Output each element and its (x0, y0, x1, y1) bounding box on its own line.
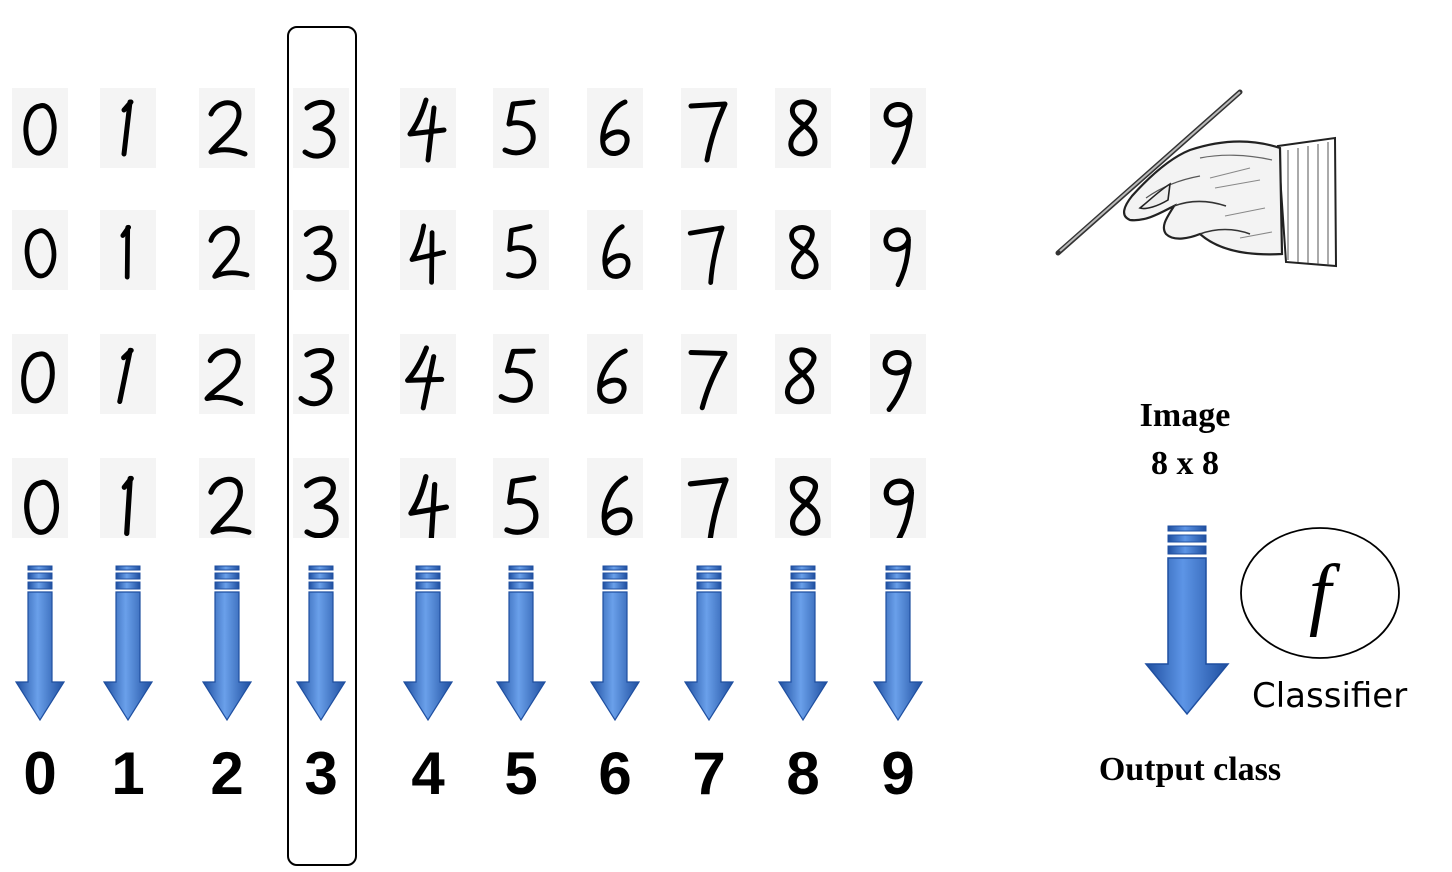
handwritten-digit-2 (199, 334, 255, 414)
classifier-down-arrow-icon (1144, 525, 1230, 716)
handwritten-digit-6 (587, 334, 643, 414)
down-arrow-icon (872, 565, 924, 722)
handwritten-digit-5 (493, 334, 549, 414)
down-arrow-icon (495, 565, 547, 722)
classifier-label: Classifier (1252, 676, 1408, 716)
handwritten-digit-6 (587, 210, 643, 290)
down-arrow-icon (777, 565, 829, 722)
handwritten-digit-2 (199, 210, 255, 290)
down-arrow-icon (402, 565, 454, 722)
handwritten-digit-0 (12, 210, 68, 290)
handwritten-digit-6 (587, 88, 643, 168)
handwritten-digit-8 (775, 458, 831, 538)
handwritten-digit-1 (100, 334, 156, 414)
handwritten-digit-1 (100, 458, 156, 538)
output-label-3: 3 (304, 740, 338, 807)
down-arrow-icon (102, 565, 154, 722)
handwritten-digit-9 (870, 210, 926, 290)
handwritten-digit-9 (870, 88, 926, 168)
classifier-function-ellipse: f (1240, 527, 1400, 659)
handwritten-digit-5 (493, 210, 549, 290)
output-label-9: 9 (881, 740, 915, 807)
handwritten-digit-4 (400, 210, 456, 290)
down-arrow-icon (295, 565, 347, 722)
image-size-label: Image 8 x 8 (1110, 392, 1260, 487)
down-arrow-icon (683, 565, 735, 722)
image-label-line2: 8 x 8 (1151, 444, 1219, 482)
handwritten-digit-2 (199, 88, 255, 168)
output-label-2: 2 (210, 740, 244, 807)
handwritten-digit-5 (493, 88, 549, 168)
output-label-1: 1 (111, 740, 145, 807)
handwritten-digit-7 (681, 210, 737, 290)
handwritten-digit-3 (293, 88, 349, 168)
handwritten-digit-0 (12, 88, 68, 168)
highlight-column-3 (287, 26, 357, 866)
output-label-4: 4 (411, 740, 445, 807)
handwritten-digit-6 (587, 458, 643, 538)
handwritten-digit-3 (293, 458, 349, 538)
handwritten-digit-8 (775, 334, 831, 414)
handwritten-digit-1 (100, 210, 156, 290)
hand-with-pen-icon (1055, 89, 1338, 268)
down-arrow-icon (589, 565, 641, 722)
handwritten-digit-8 (775, 210, 831, 290)
handwritten-digit-2 (199, 458, 255, 538)
handwritten-digit-1 (100, 88, 156, 168)
handwritten-digit-7 (681, 88, 737, 168)
down-arrow-icon (201, 565, 253, 722)
output-label-6: 6 (598, 740, 632, 807)
output-class-label: Output class (1098, 751, 1282, 788)
handwritten-digit-7 (681, 334, 737, 414)
handwritten-digit-3 (293, 210, 349, 290)
handwritten-digit-0 (12, 334, 68, 414)
output-label-7: 7 (692, 740, 726, 807)
handwritten-digit-4 (400, 458, 456, 538)
down-arrow-icon (14, 565, 66, 722)
handwritten-digit-9 (870, 334, 926, 414)
output-label-0: 0 (23, 740, 57, 807)
handwritten-digit-3 (293, 334, 349, 414)
image-label-line1: Image (1139, 397, 1231, 434)
handwritten-digit-4 (400, 334, 456, 414)
handwritten-digit-4 (400, 88, 456, 168)
handwritten-digit-7 (681, 458, 737, 538)
output-label-8: 8 (786, 740, 820, 807)
handwritten-digit-0 (12, 458, 68, 538)
handwritten-digit-5 (493, 458, 549, 538)
output-label-5: 5 (504, 740, 538, 807)
handwritten-digit-8 (775, 88, 831, 168)
handwritten-digit-9 (870, 458, 926, 538)
